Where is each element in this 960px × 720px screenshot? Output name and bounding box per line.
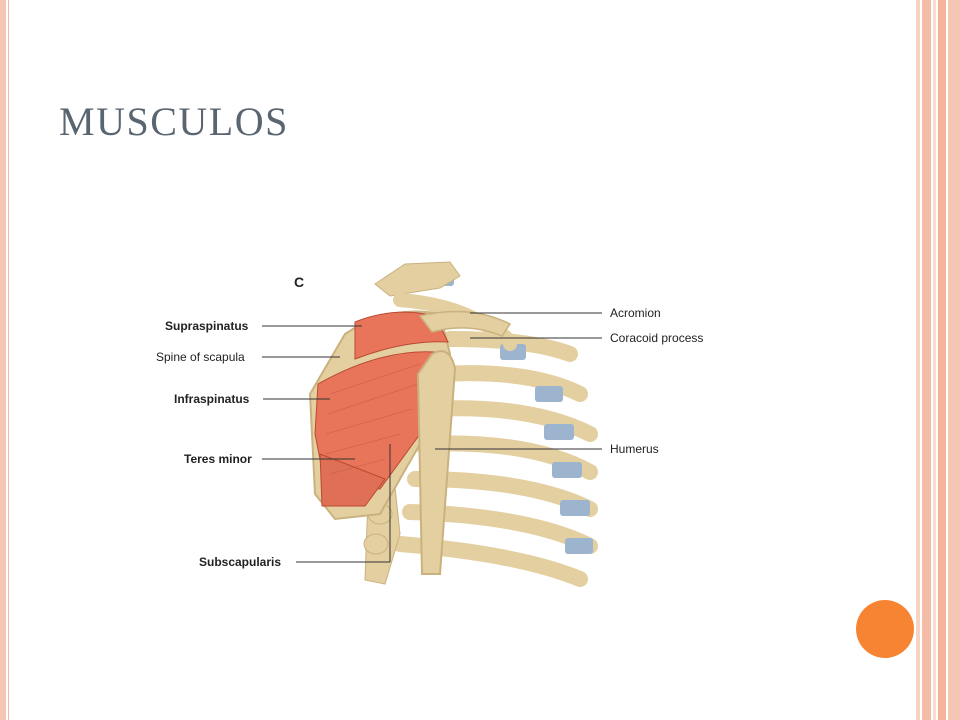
label-subscapularis: Subscapularis	[199, 555, 282, 569]
teres-minor-muscle	[319, 453, 386, 507]
acromion	[418, 310, 512, 337]
anatomy-illustration	[262, 261, 602, 587]
infraspinatus-muscle	[314, 351, 436, 490]
humerus	[416, 350, 457, 575]
label-supraspinatus: Supraspinatus	[165, 319, 249, 333]
label-coracoid-process: Coracoid process	[610, 331, 704, 345]
label-acromion: Acromion	[610, 306, 661, 320]
accent-circle	[856, 600, 914, 658]
supraspinatus-muscle	[354, 311, 449, 360]
right-border-stripes	[916, 0, 960, 720]
panel-letter: C	[294, 274, 305, 290]
slide-title: MUSCULOS	[59, 99, 289, 144]
label-humerus: Humerus	[610, 442, 659, 456]
shoulder-anatomy-figure: C Supraspinatus Spine of scapula Infrasp…	[150, 244, 730, 594]
label-teres-minor: Teres minor	[184, 452, 252, 466]
left-border-stripe	[0, 0, 6, 720]
label-spine-of-scapula: Spine of scapula	[156, 350, 245, 364]
label-infraspinatus: Infraspinatus	[174, 392, 250, 406]
leader-lines	[262, 312, 602, 563]
left-border-line	[8, 0, 9, 720]
muscle-fibers	[325, 363, 421, 475]
